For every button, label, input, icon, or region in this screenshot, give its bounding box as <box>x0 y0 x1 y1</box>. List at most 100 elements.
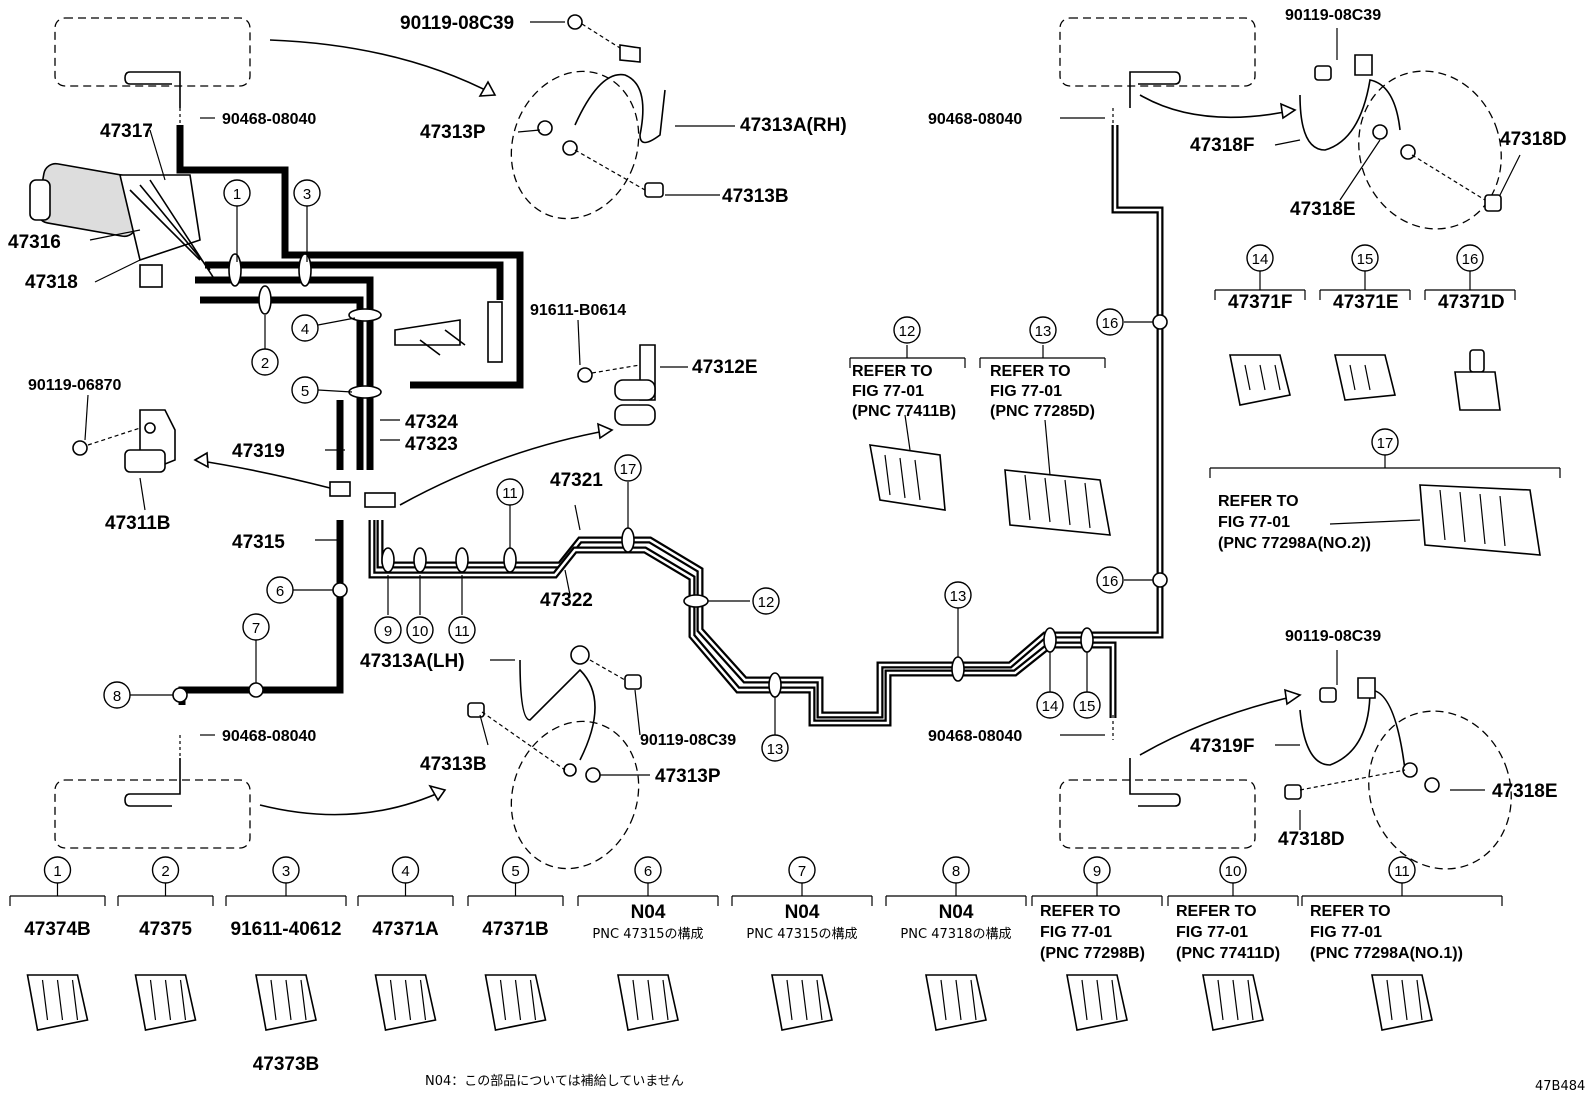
label-47318: 47318 <box>25 272 78 293</box>
callout-number: 10 <box>412 623 429 640</box>
legend-part-sketch-detail <box>1217 979 1254 1021</box>
callout-number: 11 <box>454 623 470 640</box>
legend-part-number: 47371A <box>372 919 439 940</box>
front-right-caliper-zone <box>1358 70 1502 230</box>
legend-part-sketch <box>771 974 833 1031</box>
legend-refer-line3: (PNC 77298A(NO.1)) <box>1310 945 1463 962</box>
label-90468-08040-bl: 90468-08040 <box>222 728 316 745</box>
callout-number: 13 <box>1035 323 1052 340</box>
callout-circle <box>1371 428 1399 456</box>
label-47318D-br: 47318D <box>1278 829 1345 850</box>
callout-circle <box>448 616 476 644</box>
legend-refer-line3: (PNC 77411D) <box>1176 945 1280 962</box>
callout-number: 8 <box>113 688 121 705</box>
label-47313A-RH: 47313A(RH) <box>740 115 847 136</box>
callout-circle <box>1456 244 1484 272</box>
callout-number: 4 <box>301 321 309 338</box>
label-47315: 47315 <box>232 532 285 553</box>
figure-code: 47B484 <box>1535 1079 1585 1094</box>
callout-circle <box>293 179 321 207</box>
label-47324: 47324 <box>405 412 458 433</box>
legend-refer-line1: REFER TO <box>1040 903 1121 920</box>
callout-number: 15 <box>1079 698 1096 715</box>
callout-circle <box>893 316 921 344</box>
legend-part-sketch-detail <box>41 979 79 1021</box>
bracket-47311B <box>72 409 176 473</box>
rear-left-hose <box>467 645 642 783</box>
callout-circle <box>406 616 434 644</box>
label-90119-08C39-tl: 90119-08C39 <box>400 13 514 34</box>
callout-circle <box>103 681 131 709</box>
label-47313A-LH: 47313A(LH) <box>360 651 465 672</box>
label-47323: 47323 <box>405 434 458 455</box>
callout-circle <box>1246 244 1274 272</box>
callout-number: 13 <box>950 588 967 605</box>
legend-refer-line3: (PNC 77298B) <box>1040 945 1145 962</box>
legend-callout-number: 3 <box>282 863 290 880</box>
callout-circle <box>1096 308 1124 336</box>
rear-right-caliper-zone <box>1368 710 1512 870</box>
label-47316: 47316 <box>8 232 61 253</box>
clip-77411B <box>869 444 946 511</box>
rear-right-hose <box>1284 677 1440 800</box>
legend-refer-line2: FIG 77-01 <box>1310 924 1382 941</box>
refer-13-line3: (PNC 77285D) <box>990 403 1095 420</box>
legend-part-sketch <box>484 974 547 1031</box>
legend-bracket <box>357 883 454 906</box>
callout-circle <box>291 376 319 404</box>
callout-number: 14 <box>1252 251 1269 268</box>
front-right-hose <box>1299 54 1502 212</box>
callout-circle <box>944 581 972 609</box>
legend-part-sketch <box>1371 974 1433 1031</box>
legend-bracket <box>577 883 719 906</box>
legend-callout-number: 2 <box>161 863 169 880</box>
front-right-wheel-outline <box>1059 17 1256 87</box>
callout-number: 16 <box>1102 573 1119 590</box>
legend-part-sketch <box>1066 974 1128 1031</box>
legend-callout-number: 8 <box>952 863 960 880</box>
front-left-hose <box>537 14 666 198</box>
callout-number: 12 <box>758 594 775 611</box>
legend-part-number: 47374B <box>24 919 91 940</box>
legend-callout-number: 9 <box>1093 863 1101 880</box>
label-47312E: 47312E <box>692 357 758 378</box>
label-47313P-bl: 47313P <box>655 766 721 787</box>
callout-number: 7 <box>252 620 260 637</box>
refer-13-line1: REFER TO <box>990 363 1071 380</box>
legend-part-number-2: 47373B <box>253 1054 320 1075</box>
clip-77298A-no2 <box>1419 484 1541 556</box>
legend-part-number: 47375 <box>139 919 192 940</box>
legend-part-sketch-detail <box>786 979 823 1021</box>
legend-callout-number: 11 <box>1394 863 1410 880</box>
legend-part-sketch-detail <box>389 979 427 1021</box>
legend-part-number: 91611-40612 <box>231 919 342 940</box>
rear-left-caliper-zone <box>510 720 640 870</box>
legend-part-sketch <box>1202 974 1264 1031</box>
label-47319F: 47319F <box>1190 736 1254 757</box>
clip-47371D <box>1454 349 1501 411</box>
clip-77285D <box>1004 469 1111 536</box>
callout-number: 17 <box>620 461 637 478</box>
legend-n04: N04 <box>631 902 666 923</box>
front-left-wheel-outline <box>54 17 251 87</box>
callout-number: 15 <box>1357 251 1374 268</box>
label-47318D-tr: 47318D <box>1500 129 1567 150</box>
callout-number: 9 <box>384 623 392 640</box>
label-90119-08C39-bl: 90119-08C39 <box>640 732 736 749</box>
refer-17-line1: REFER TO <box>1218 493 1299 510</box>
legend-part-sketch <box>134 974 197 1031</box>
refer-17-line3: (PNC 77298A(NO.2)) <box>1218 535 1371 552</box>
label-90119-08C39-tr: 90119-08C39 <box>1285 7 1381 24</box>
callout-number: 16 <box>1462 251 1479 268</box>
part-labels: 90119-08C39 90468-08040 4 7 3 17 47316 4731… <box>8 7 1567 850</box>
legend-refer-line1: REFER TO <box>1310 903 1391 920</box>
callout-number: 3 <box>303 186 311 203</box>
legend-callout-number: 1 <box>53 863 61 880</box>
legend-callout-number: 7 <box>798 863 806 880</box>
callout-number: 11 <box>502 485 518 502</box>
callout-number: 1 <box>233 186 241 203</box>
front-left-caliper-zone <box>510 70 640 220</box>
legend-n04-note: PNC 47315の構成 <box>592 927 703 942</box>
legend-part-sketch-detail <box>149 979 187 1021</box>
callout-circle <box>1073 691 1101 719</box>
